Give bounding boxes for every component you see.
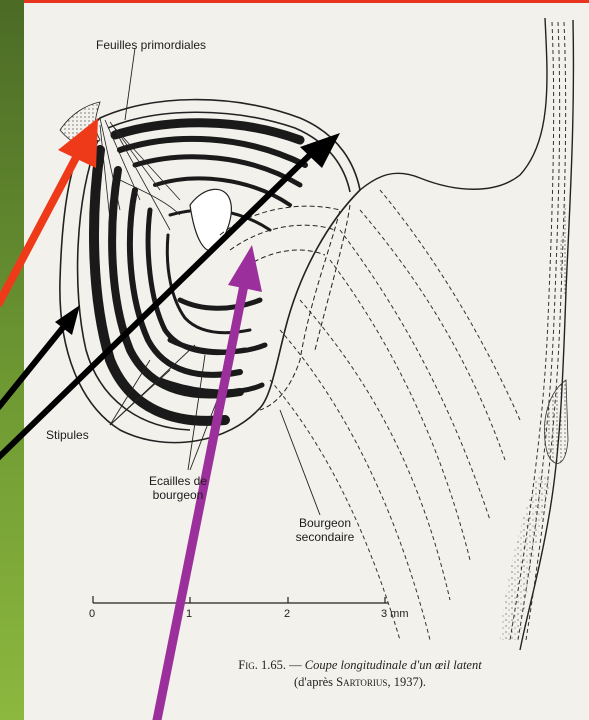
- caption-source-open: (d'après: [294, 675, 333, 689]
- label-ecailles: Ecailles de bourgeon: [128, 474, 228, 502]
- caption-title: Coupe longitudinale d'un œil latent: [305, 658, 482, 672]
- cortex-stipple-upper: [560, 200, 566, 300]
- label-feuilles-primordiales: Feuilles primordiales: [96, 38, 206, 52]
- caption-source-close: , 1937).: [387, 675, 426, 689]
- arrow-red: [0, 118, 98, 305]
- label-bourgeon-line1: Bourgeon: [275, 516, 375, 530]
- scale-tick-0: 0: [89, 608, 95, 620]
- pith-stipple: [500, 470, 552, 640]
- label-ecailles-line1: Ecailles de: [128, 474, 228, 488]
- figure-caption: Fig. 1.65. — Coupe longitudinale d'un œi…: [150, 657, 570, 691]
- label-stipules: Stipules: [46, 428, 89, 442]
- meristem: [190, 189, 231, 251]
- scale-tick-3: 3 mm: [381, 608, 409, 620]
- scale-bar: [93, 596, 388, 603]
- label-ecailles-line2: bourgeon: [128, 488, 228, 502]
- caption-line2: (d'après Sartorius, 1937).: [150, 674, 570, 691]
- cortex-stipple-lower: [544, 380, 568, 463]
- caption-fig-number: Fig. 1.65.: [238, 658, 286, 672]
- label-bourgeon-secondaire: Bourgeon secondaire: [275, 516, 375, 544]
- caption-line1: Fig. 1.65. — Coupe longitudinale d'un œi…: [150, 657, 570, 674]
- caption-author: Sartorius: [336, 675, 387, 689]
- label-bourgeon-line2: secondaire: [275, 530, 375, 544]
- scale-tick-2: 2: [284, 608, 290, 620]
- caption-dash: —: [289, 658, 302, 672]
- stem-outline: [360, 18, 573, 650]
- scale-tick-1: 1: [186, 608, 192, 620]
